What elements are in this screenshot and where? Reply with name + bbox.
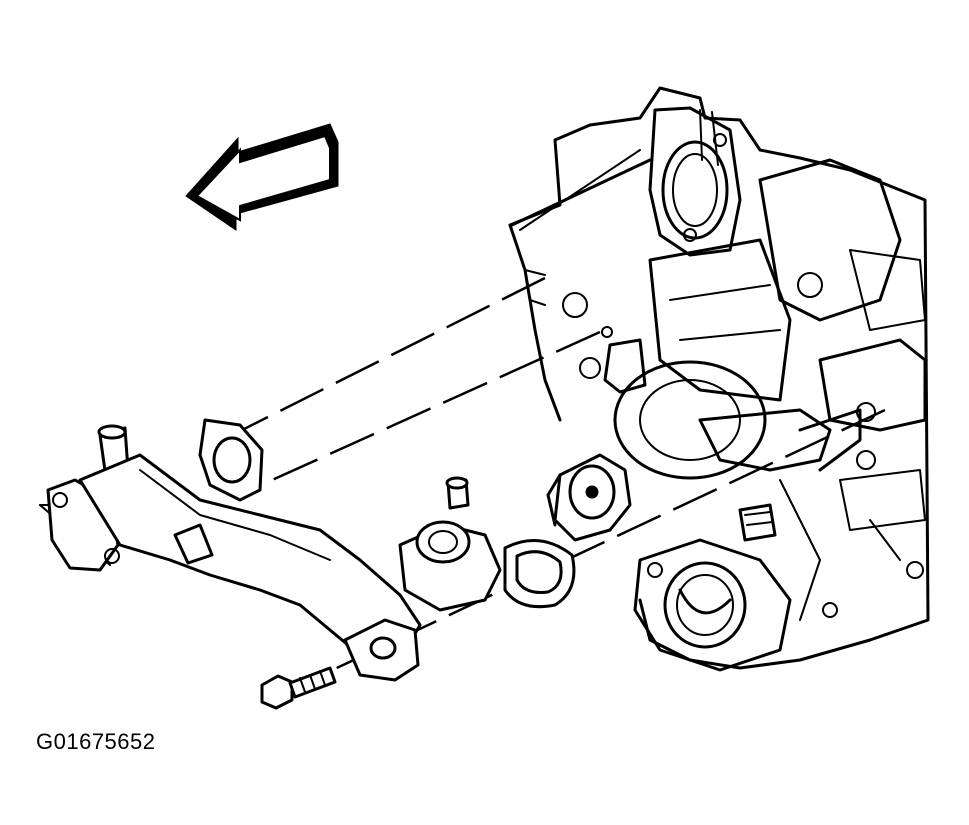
engine-block <box>508 86 930 672</box>
housing-bolt <box>260 666 337 710</box>
upper-gasket <box>198 418 264 502</box>
figure-id-label: G01675652 <box>36 729 156 754</box>
housing-gasket <box>503 538 576 609</box>
coolant-pipe <box>46 424 502 682</box>
direction-arrow <box>185 123 339 231</box>
